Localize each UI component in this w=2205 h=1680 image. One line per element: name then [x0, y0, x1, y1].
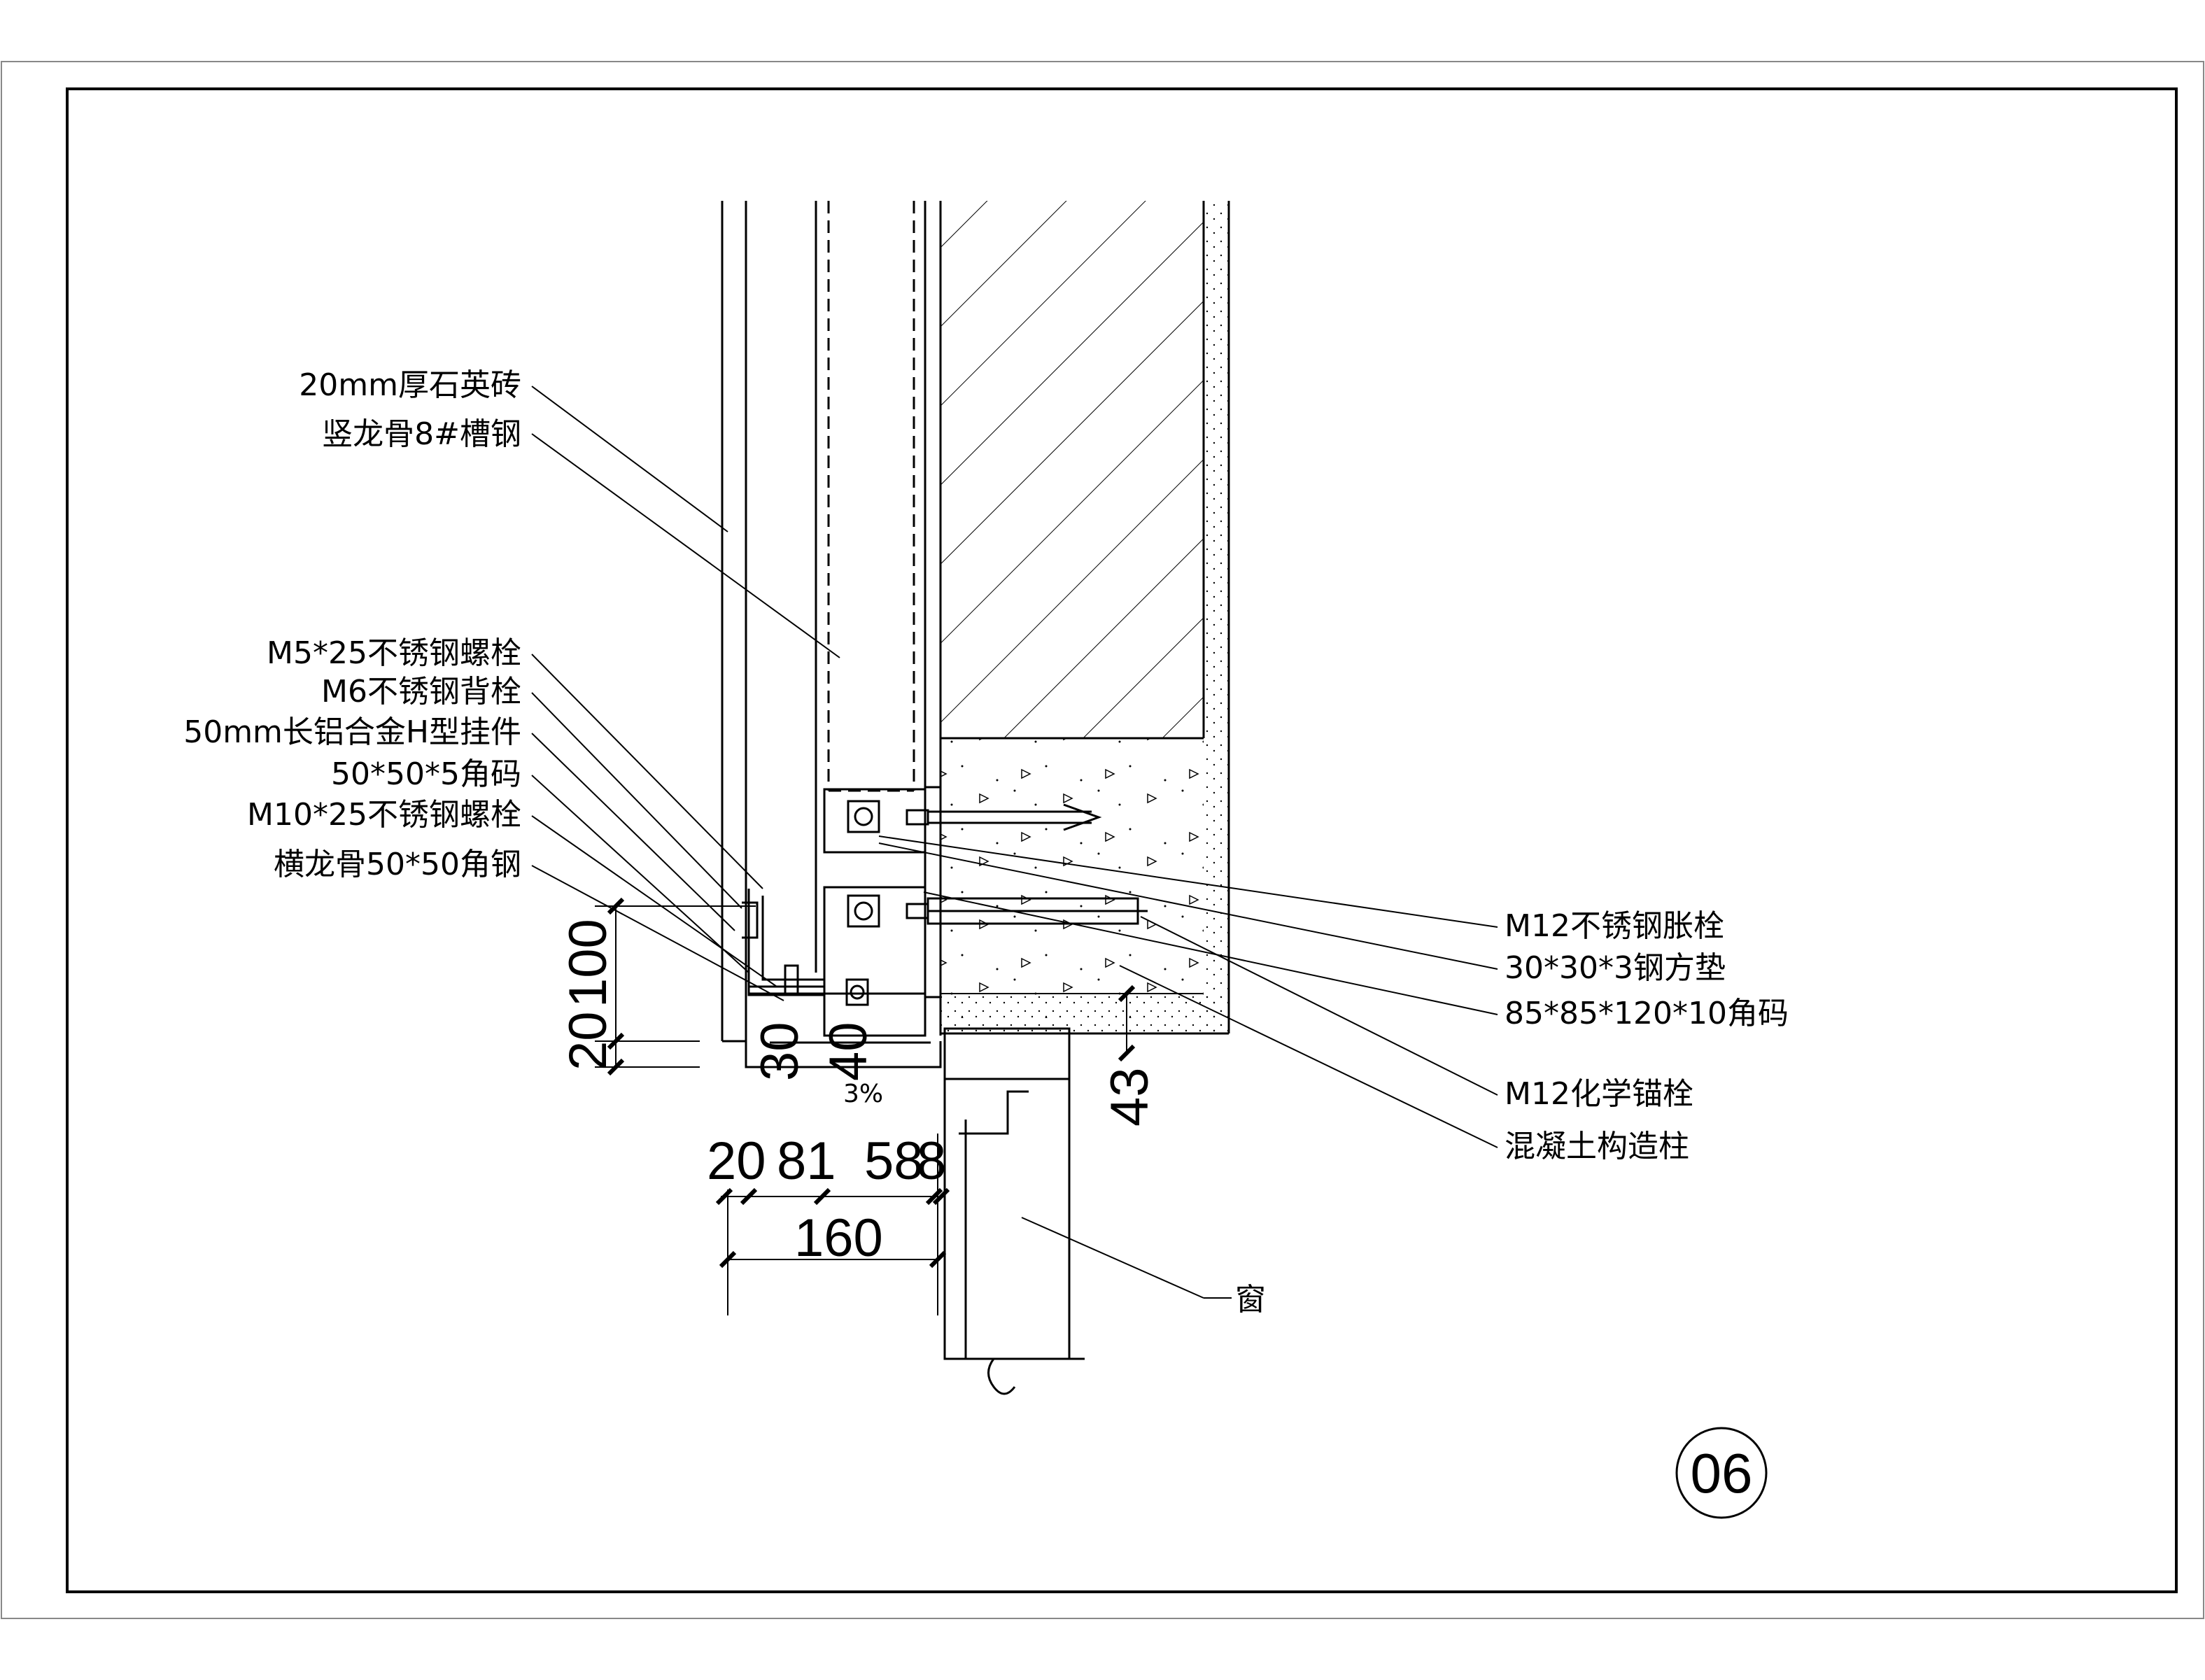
label-m12-chemical-anchor: M12化学锚栓: [1505, 1076, 1693, 1112]
angle-bracket-85: [823, 788, 927, 1037]
label-m6-back-bolt: M6不锈钢背栓: [321, 674, 521, 710]
left-leaders: [531, 386, 840, 1001]
slope-label: 3%: [843, 1080, 883, 1108]
label-vertical-keel: 竖龙骨8#槽钢: [322, 416, 521, 452]
dimension-text-group: 100 20 30 40 43 20 81 58 8 160 3%: [558, 919, 1160, 1268]
dim-20-horizontal: 20: [707, 1131, 766, 1191]
dim-100: 100: [558, 919, 618, 1008]
detail-number-badge: 06: [1675, 1427, 1768, 1519]
label-quartz-brick: 20mm厚石英砖: [299, 367, 521, 403]
dim-8: 8: [917, 1131, 946, 1191]
right-label-group: M12不锈钢胀栓 30*30*3钢方垫 85*85*120*10角码 M12化学…: [1204, 908, 1789, 1318]
right-leaders: [878, 835, 1498, 1299]
sill-profile: [745, 1041, 942, 1068]
chemical-anchor: [847, 894, 1148, 928]
dimension-ticks: [607, 897, 1136, 1269]
vertical-channel-steel: [815, 201, 927, 994]
inner-frame: [66, 87, 2178, 1593]
label-m5-bolt: M5*25不锈钢螺栓: [267, 635, 521, 671]
label-m12-expansion-bolt: M12不锈钢胀栓: [1505, 908, 1724, 944]
dim-43: 43: [1100, 1067, 1160, 1127]
label-h-hanger: 50mm长铝合金H型挂件: [183, 714, 521, 750]
label-m10-bolt: M10*25不锈钢螺栓: [247, 797, 521, 833]
label-concrete-column: 混凝土构造柱: [1505, 1129, 1689, 1164]
expansion-bolt: [847, 800, 1102, 833]
brick-wall-hatch: [941, 201, 1204, 738]
detail-number: 06: [1691, 1442, 1753, 1504]
label-angle-code-85: 85*85*120*10角码: [1505, 996, 1789, 1031]
dim-30: 30: [750, 1022, 810, 1081]
label-angle-code-50: 50*50*5角码: [331, 756, 521, 792]
window-frame: [943, 1027, 1085, 1395]
label-window: 窗: [1235, 1282, 1266, 1318]
dim-160: 160: [794, 1208, 883, 1268]
dim-20-vertical: 20: [558, 1011, 618, 1071]
outer-sheet-border: [1, 61, 2204, 1619]
render-layer: [1204, 201, 1229, 1033]
dim-58: 58: [864, 1131, 924, 1191]
quartz-brick-panel: [721, 201, 747, 1043]
dim-40: 40: [819, 1022, 878, 1081]
left-label-group: 20mm厚石英砖 竖龙骨8#槽钢 M5*25不锈钢螺栓 M6不锈钢背栓 50mm…: [183, 367, 521, 882]
horizontal-angle-steel: [742, 889, 869, 1006]
dim-81: 81: [777, 1131, 836, 1191]
label-square-washer: 30*30*3钢方垫: [1505, 950, 1726, 986]
label-horizontal-keel: 横龙骨50*50角钢: [274, 847, 521, 882]
